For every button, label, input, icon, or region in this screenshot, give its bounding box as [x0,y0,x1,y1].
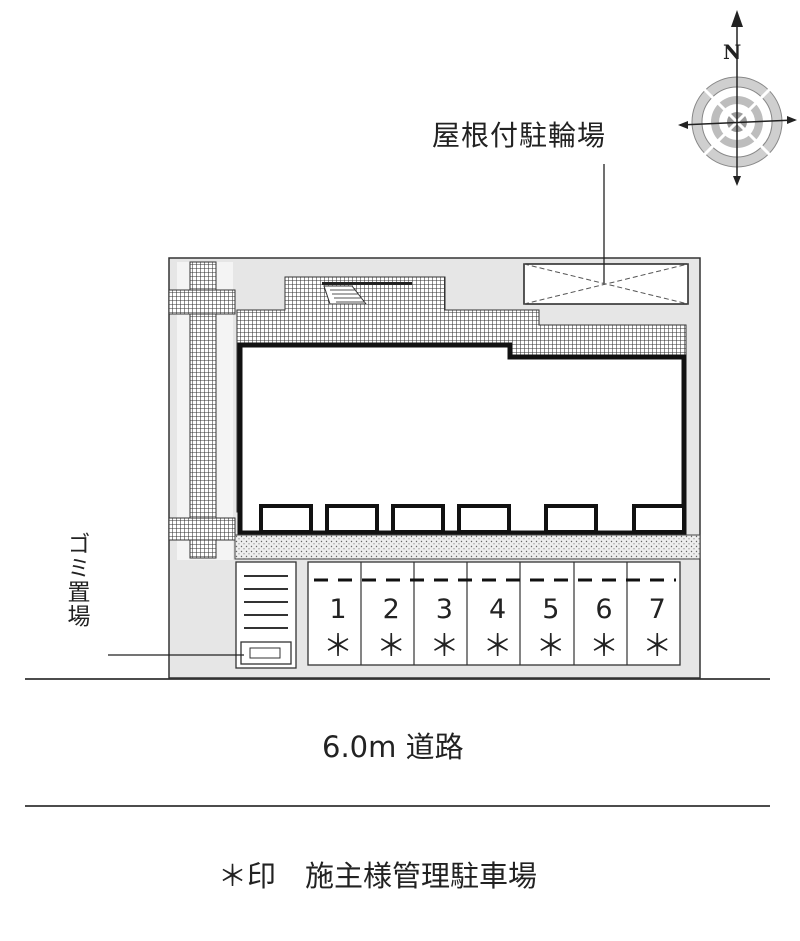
owner-managed-mark: ＊ [482,629,513,664]
parking-space-number: 6 [595,594,613,625]
paved-strip [234,534,701,560]
entrance-stair [322,282,412,305]
tiled-path-bottom [168,517,236,541]
parking-space-number: 7 [648,594,666,625]
parking-space-number: 2 [382,594,400,625]
owner-managed-mark: ＊ [376,629,407,664]
road-label: 6.0m 道路 [322,730,464,764]
parking-space-number: 3 [435,594,453,625]
garbage-area [235,561,297,669]
covered-bicycle-parking [523,263,689,305]
owner-managed-mark: ＊ [642,629,673,664]
parking-space-number: 5 [542,594,560,625]
compass-rose-icon [678,10,797,186]
balconies [259,504,686,534]
parking-space-number: 4 [489,594,507,625]
bicycle-parking-label: 屋根付駐輪場 [432,119,607,152]
tiled-path-top [168,289,236,315]
owner-managed-mark: ＊ [429,629,460,664]
parking-space-number: 1 [329,594,347,625]
garbage-area-label: ゴミ置場 [63,532,89,628]
legend-label: ＊印 施主様管理駐車場 [218,859,538,893]
compass-north-label: N [723,40,742,64]
parking-lot [307,561,681,666]
building-outline [237,342,687,536]
owner-managed-mark: ＊ [535,629,566,664]
owner-managed-mark: ＊ [323,629,353,664]
owner-managed-mark: ＊ [589,629,619,664]
